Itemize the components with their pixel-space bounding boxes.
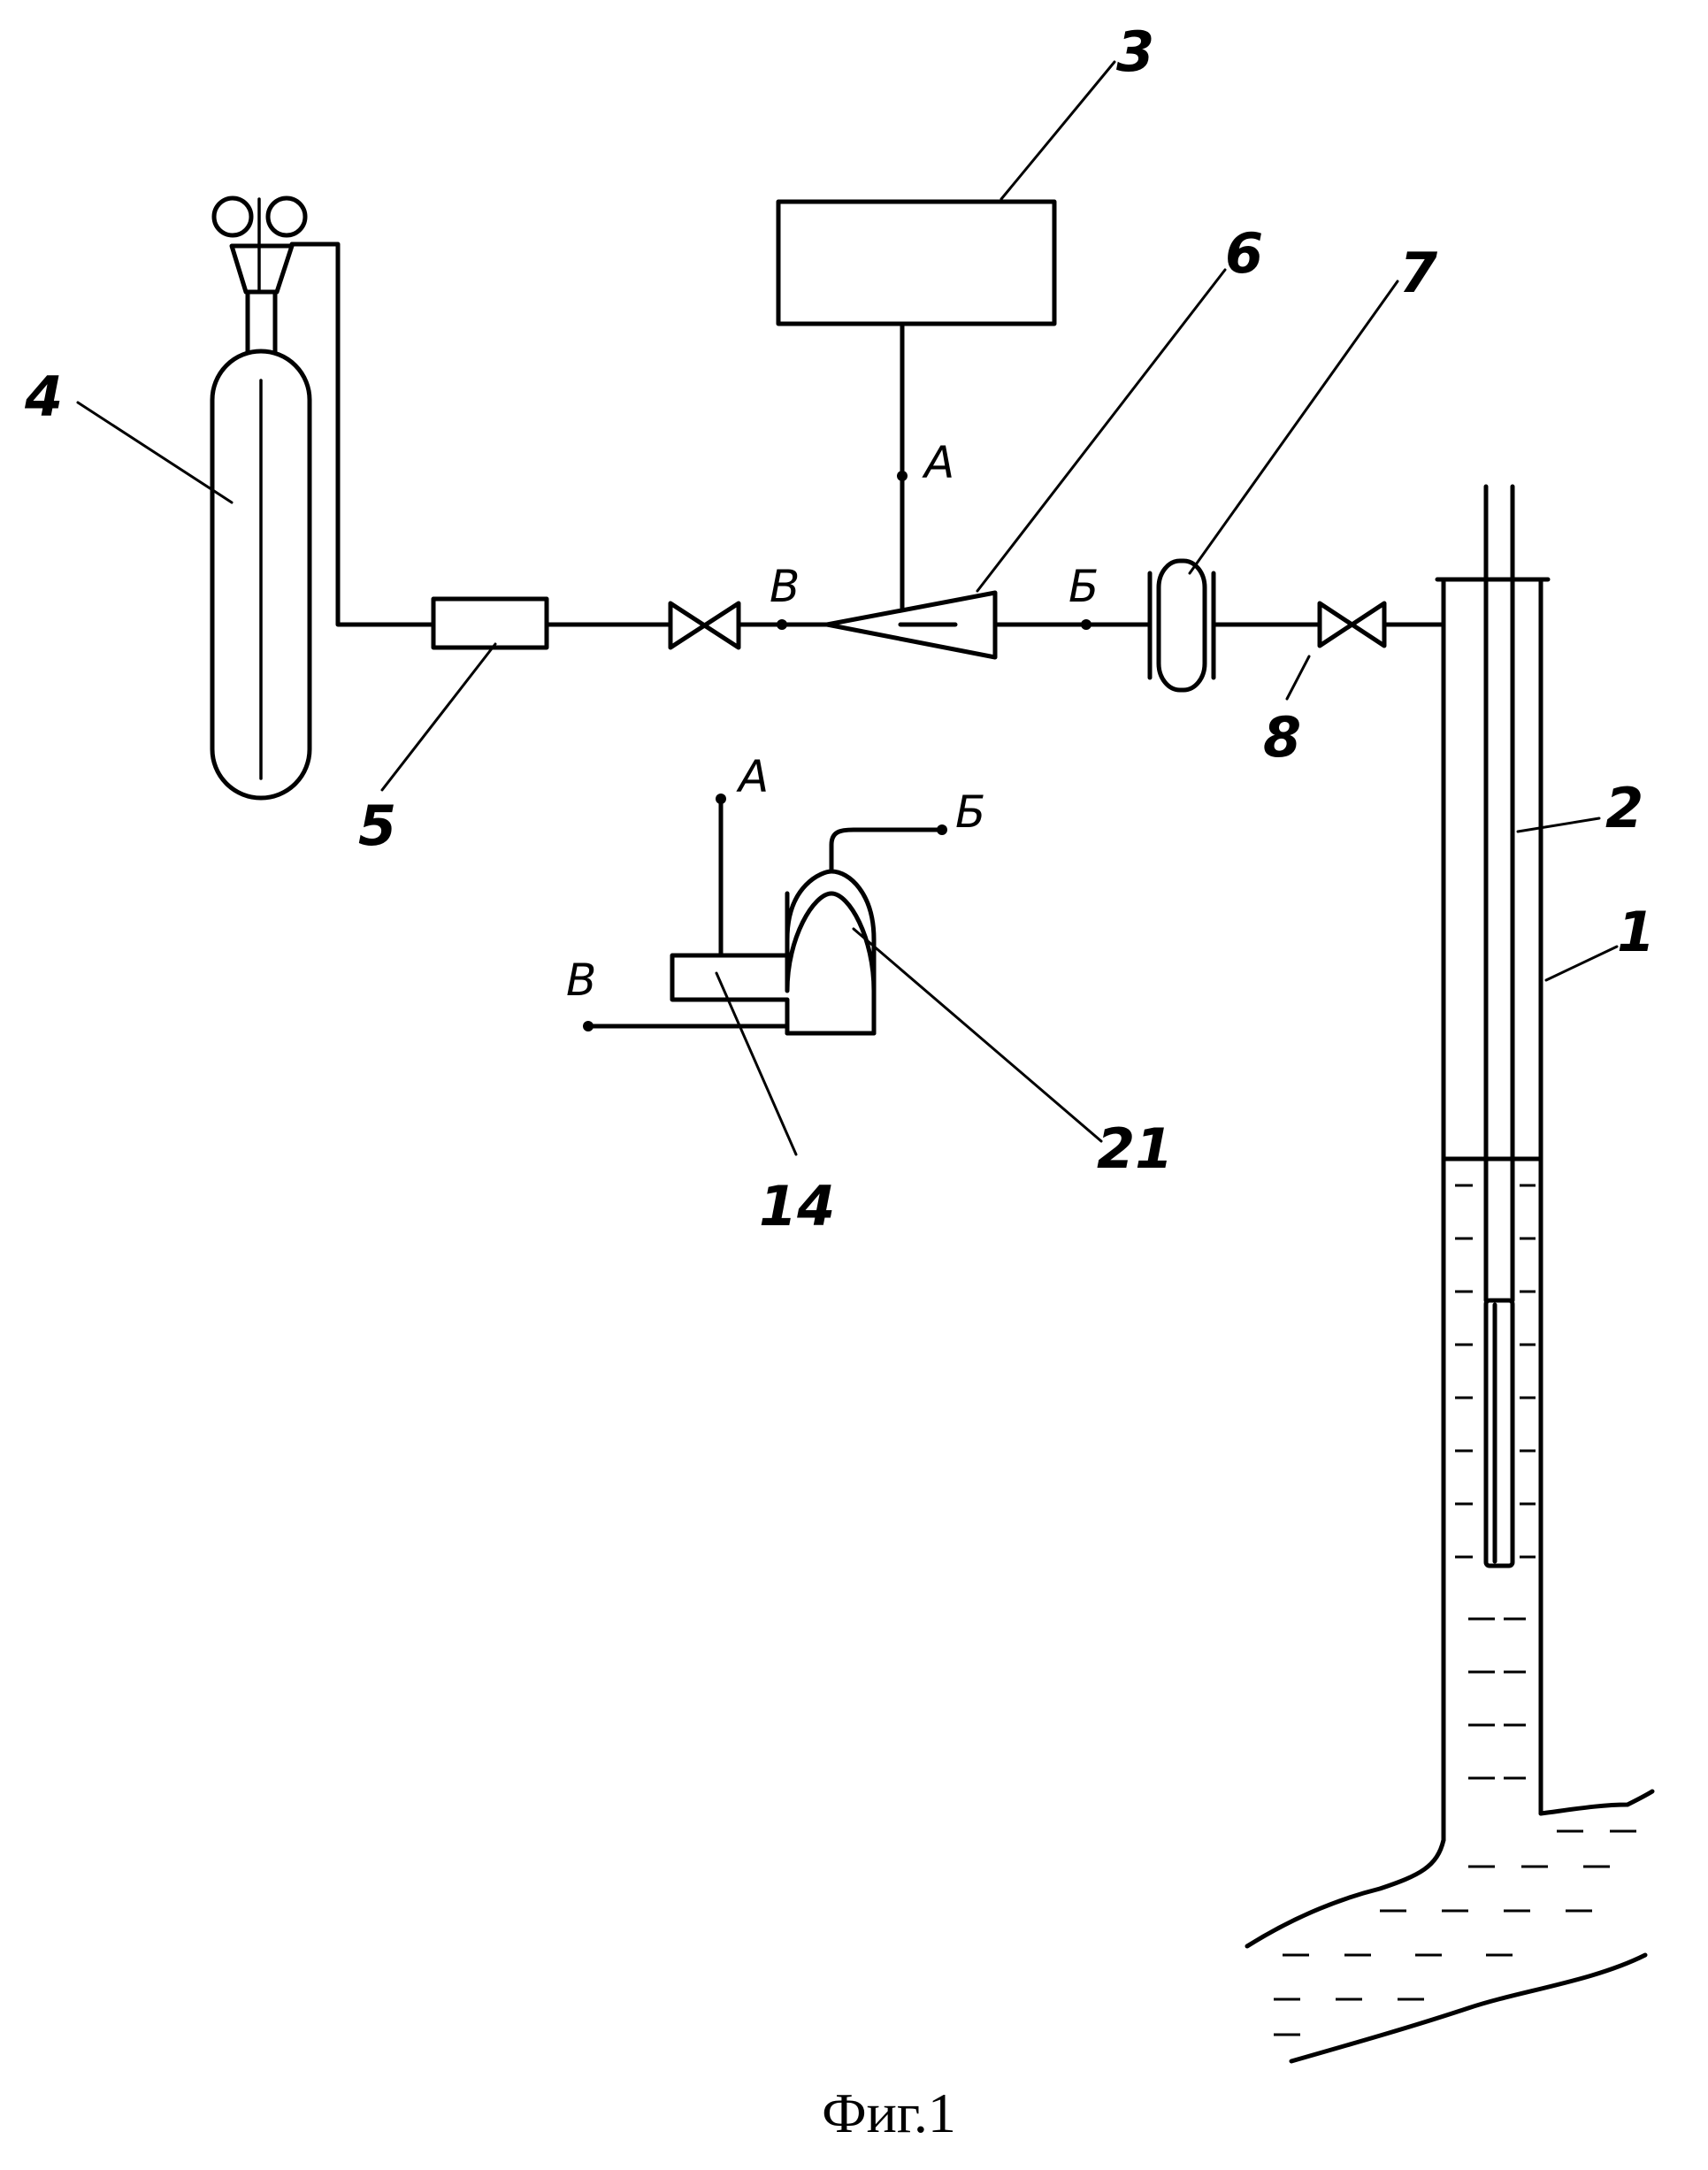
block-3: [778, 202, 1054, 324]
point-b-label-top: Б: [1068, 561, 1099, 612]
label-7: 7: [1399, 241, 1438, 305]
valve-left: [670, 603, 739, 648]
label-8: 8: [1263, 705, 1301, 770]
well-casing: [1437, 579, 1548, 1840]
element-7: [1150, 561, 1214, 690]
label-3: 3: [1116, 19, 1154, 84]
reservoir-liquid: [1274, 1831, 1636, 2035]
point-v-marker: [777, 619, 787, 630]
leader-1: [1546, 947, 1617, 980]
figure-caption: Фиг.1: [822, 2082, 956, 2144]
leader-2: [1518, 818, 1599, 832]
point-a-label-detail: А: [736, 751, 769, 802]
label-5: 5: [358, 794, 396, 858]
valve-8: [1320, 603, 1384, 646]
leader-3: [1001, 62, 1114, 199]
label-6: 6: [1225, 221, 1263, 286]
leader-5: [382, 644, 495, 790]
gas-cylinder: [212, 246, 310, 798]
filter-unit: [433, 599, 547, 648]
point-v-label-detail: В: [566, 955, 596, 1006]
label-21: 21: [1097, 1116, 1173, 1181]
supply-pipe: [292, 244, 433, 625]
leader-6: [977, 270, 1225, 591]
label-2: 2: [1605, 776, 1643, 840]
label-4: 4: [24, 364, 63, 429]
tubing: [1486, 487, 1513, 1566]
label-14: 14: [759, 1174, 835, 1238]
point-v-label-top: В: [770, 561, 800, 612]
point-a-marker: [897, 471, 908, 481]
ejector-detail: [583, 794, 947, 1033]
leader-21: [854, 929, 1101, 1141]
point-b-marker: [1081, 619, 1091, 630]
label-1: 1: [1617, 900, 1655, 964]
point-a-label-top: А: [922, 437, 954, 488]
point-b-label-detail: Б: [955, 786, 985, 838]
leader-4: [78, 403, 232, 502]
leader-8: [1287, 656, 1309, 699]
reservoir-outline: [1247, 1791, 1652, 2061]
leader-7: [1190, 281, 1398, 573]
